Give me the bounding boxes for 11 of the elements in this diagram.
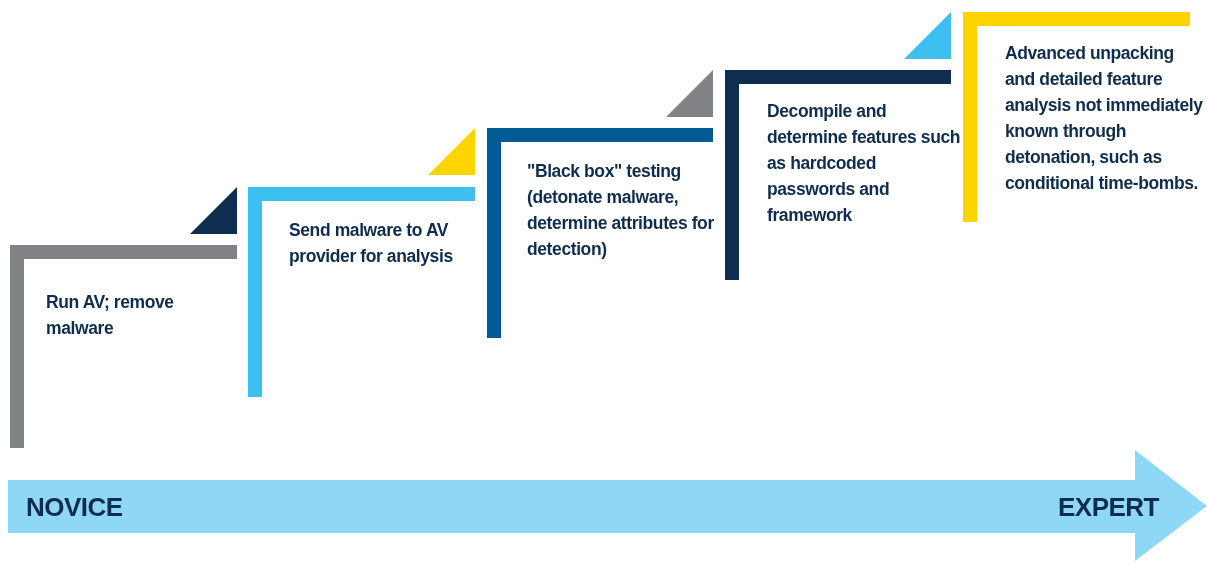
progress-arrow: [8, 450, 1207, 561]
step-bracket: [10, 245, 237, 448]
step-bracket: [248, 187, 475, 397]
step-text: Send malware to AV provider for analysis: [289, 219, 454, 268]
step-text: Decompile and determine features such as hardcoded passwords and framework: [767, 100, 962, 227]
step-text: Advanced unpacking and detailed feature analysis not immediately known through detonation, such as conditional time-bombs.: [1005, 42, 1204, 195]
step-text: "Black box" testing (detonate malware, determine attributes for detection): [527, 160, 715, 261]
step-text: Run AV; remove malware: [46, 291, 175, 340]
level-label: EXPERT: [1057, 492, 1159, 523]
level-label: NOVICE: [26, 492, 123, 523]
step-bracket: [487, 128, 713, 338]
